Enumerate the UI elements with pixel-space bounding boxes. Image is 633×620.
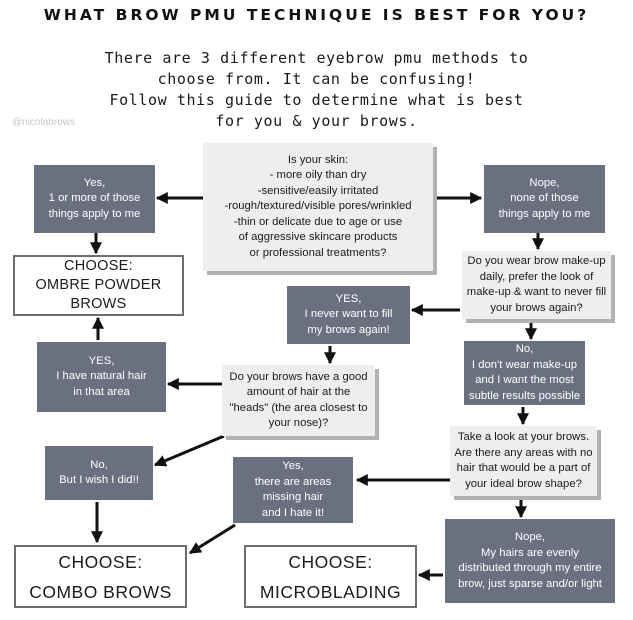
arrow-missing-to-combo xyxy=(188,523,236,555)
choose-microblading-box: CHOOSE: MICROBLADING xyxy=(244,545,417,608)
no-makeup-box: No, I don't wear make-up and I want the … xyxy=(464,341,585,405)
intro-text: There are 3 different eyebrow pmu method… xyxy=(30,48,603,132)
choose-combo-box: CHOOSE: COMBO BROWS xyxy=(14,545,187,608)
yes-natural-hair-box: YES, I have natural hair in that area xyxy=(37,342,166,412)
skin-question-box: Is your skin: - more oily than dry -sens… xyxy=(203,143,433,271)
makeup-question-box: Do you wear brow make-up daily, prefer t… xyxy=(462,251,611,319)
watermark: @nicolabrows xyxy=(12,117,75,128)
areas-question-box: Take a look at your brows. Are there any… xyxy=(450,426,597,496)
intro-line: for you & your brows. xyxy=(215,112,418,130)
yes-never-fill-box: YES, I never want to fill my brows again… xyxy=(287,286,410,344)
choose-ombre-box: CHOOSE: OMBRE POWDER BROWS xyxy=(13,255,184,316)
intro-line: choose from. It can be confusing! xyxy=(157,70,476,88)
page-title: WHAT BROW PMU TECHNIQUE IS BEST FOR YOU? xyxy=(43,6,590,24)
yes-missing-hair-box: Yes, there are areas missing hair and I … xyxy=(233,457,353,523)
intro-line: Follow this guide to determine what is b… xyxy=(109,91,524,109)
arrow-heads-to-nowish xyxy=(153,434,225,467)
heads-question-box: Do your brows have a good amount of hair… xyxy=(222,365,375,436)
intro-line: There are 3 different eyebrow pmu method… xyxy=(104,49,529,67)
nope-skin-box: Nope, none of those things apply to me xyxy=(484,165,605,233)
no-wish-box: No, But I wish I did!! xyxy=(45,446,153,500)
yes-skin-box: Yes, 1 or more of those things apply to … xyxy=(34,165,155,233)
nope-even-box: Nope, My hairs are evenly distributed th… xyxy=(445,519,615,603)
